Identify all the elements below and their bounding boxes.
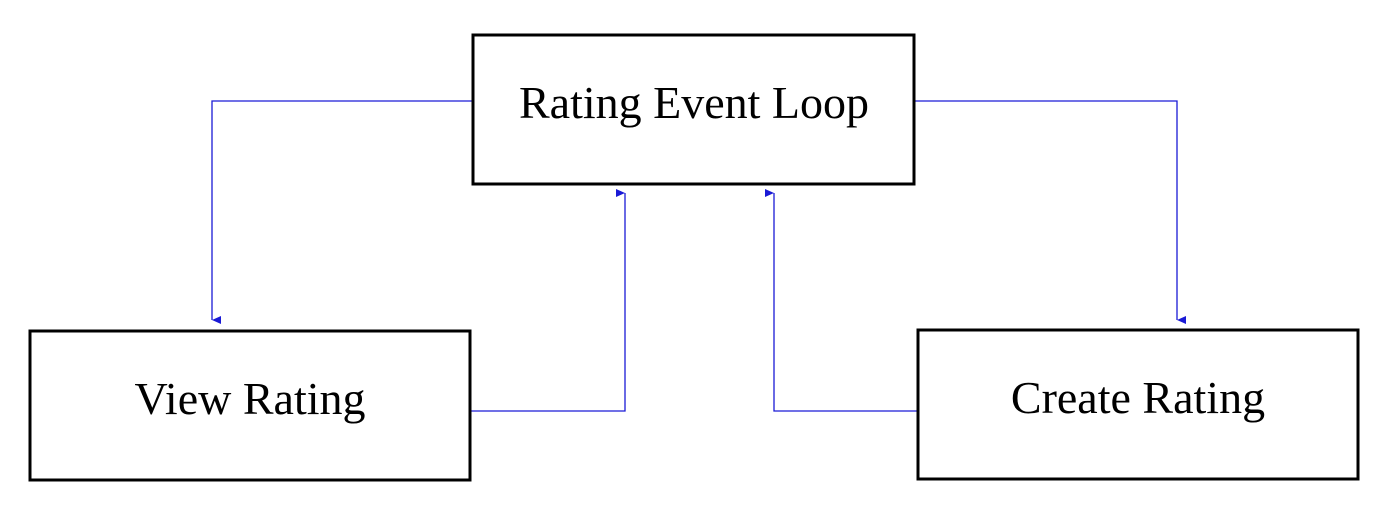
node-view-rating: View Rating: [28, 329, 472, 482]
edge-view-to-loop: [471, 189, 626, 412]
node-box: [916, 328, 1360, 481]
node-label: Rating Event Loop: [519, 77, 869, 128]
node-box: [471, 33, 916, 186]
node-rating-event-loop: Rating Event Loop: [471, 33, 916, 186]
node-box: [28, 329, 472, 482]
edges: [211, 100, 1186, 412]
node-create-rating: Create Rating: [916, 328, 1360, 481]
edge-loop-to-create: [915, 100, 1186, 324]
edge-create-to-loop: [765, 189, 917, 412]
node-label: Create Rating: [1011, 372, 1265, 423]
node-label: View Rating: [134, 373, 365, 424]
edge-loop-to-view: [211, 100, 472, 324]
